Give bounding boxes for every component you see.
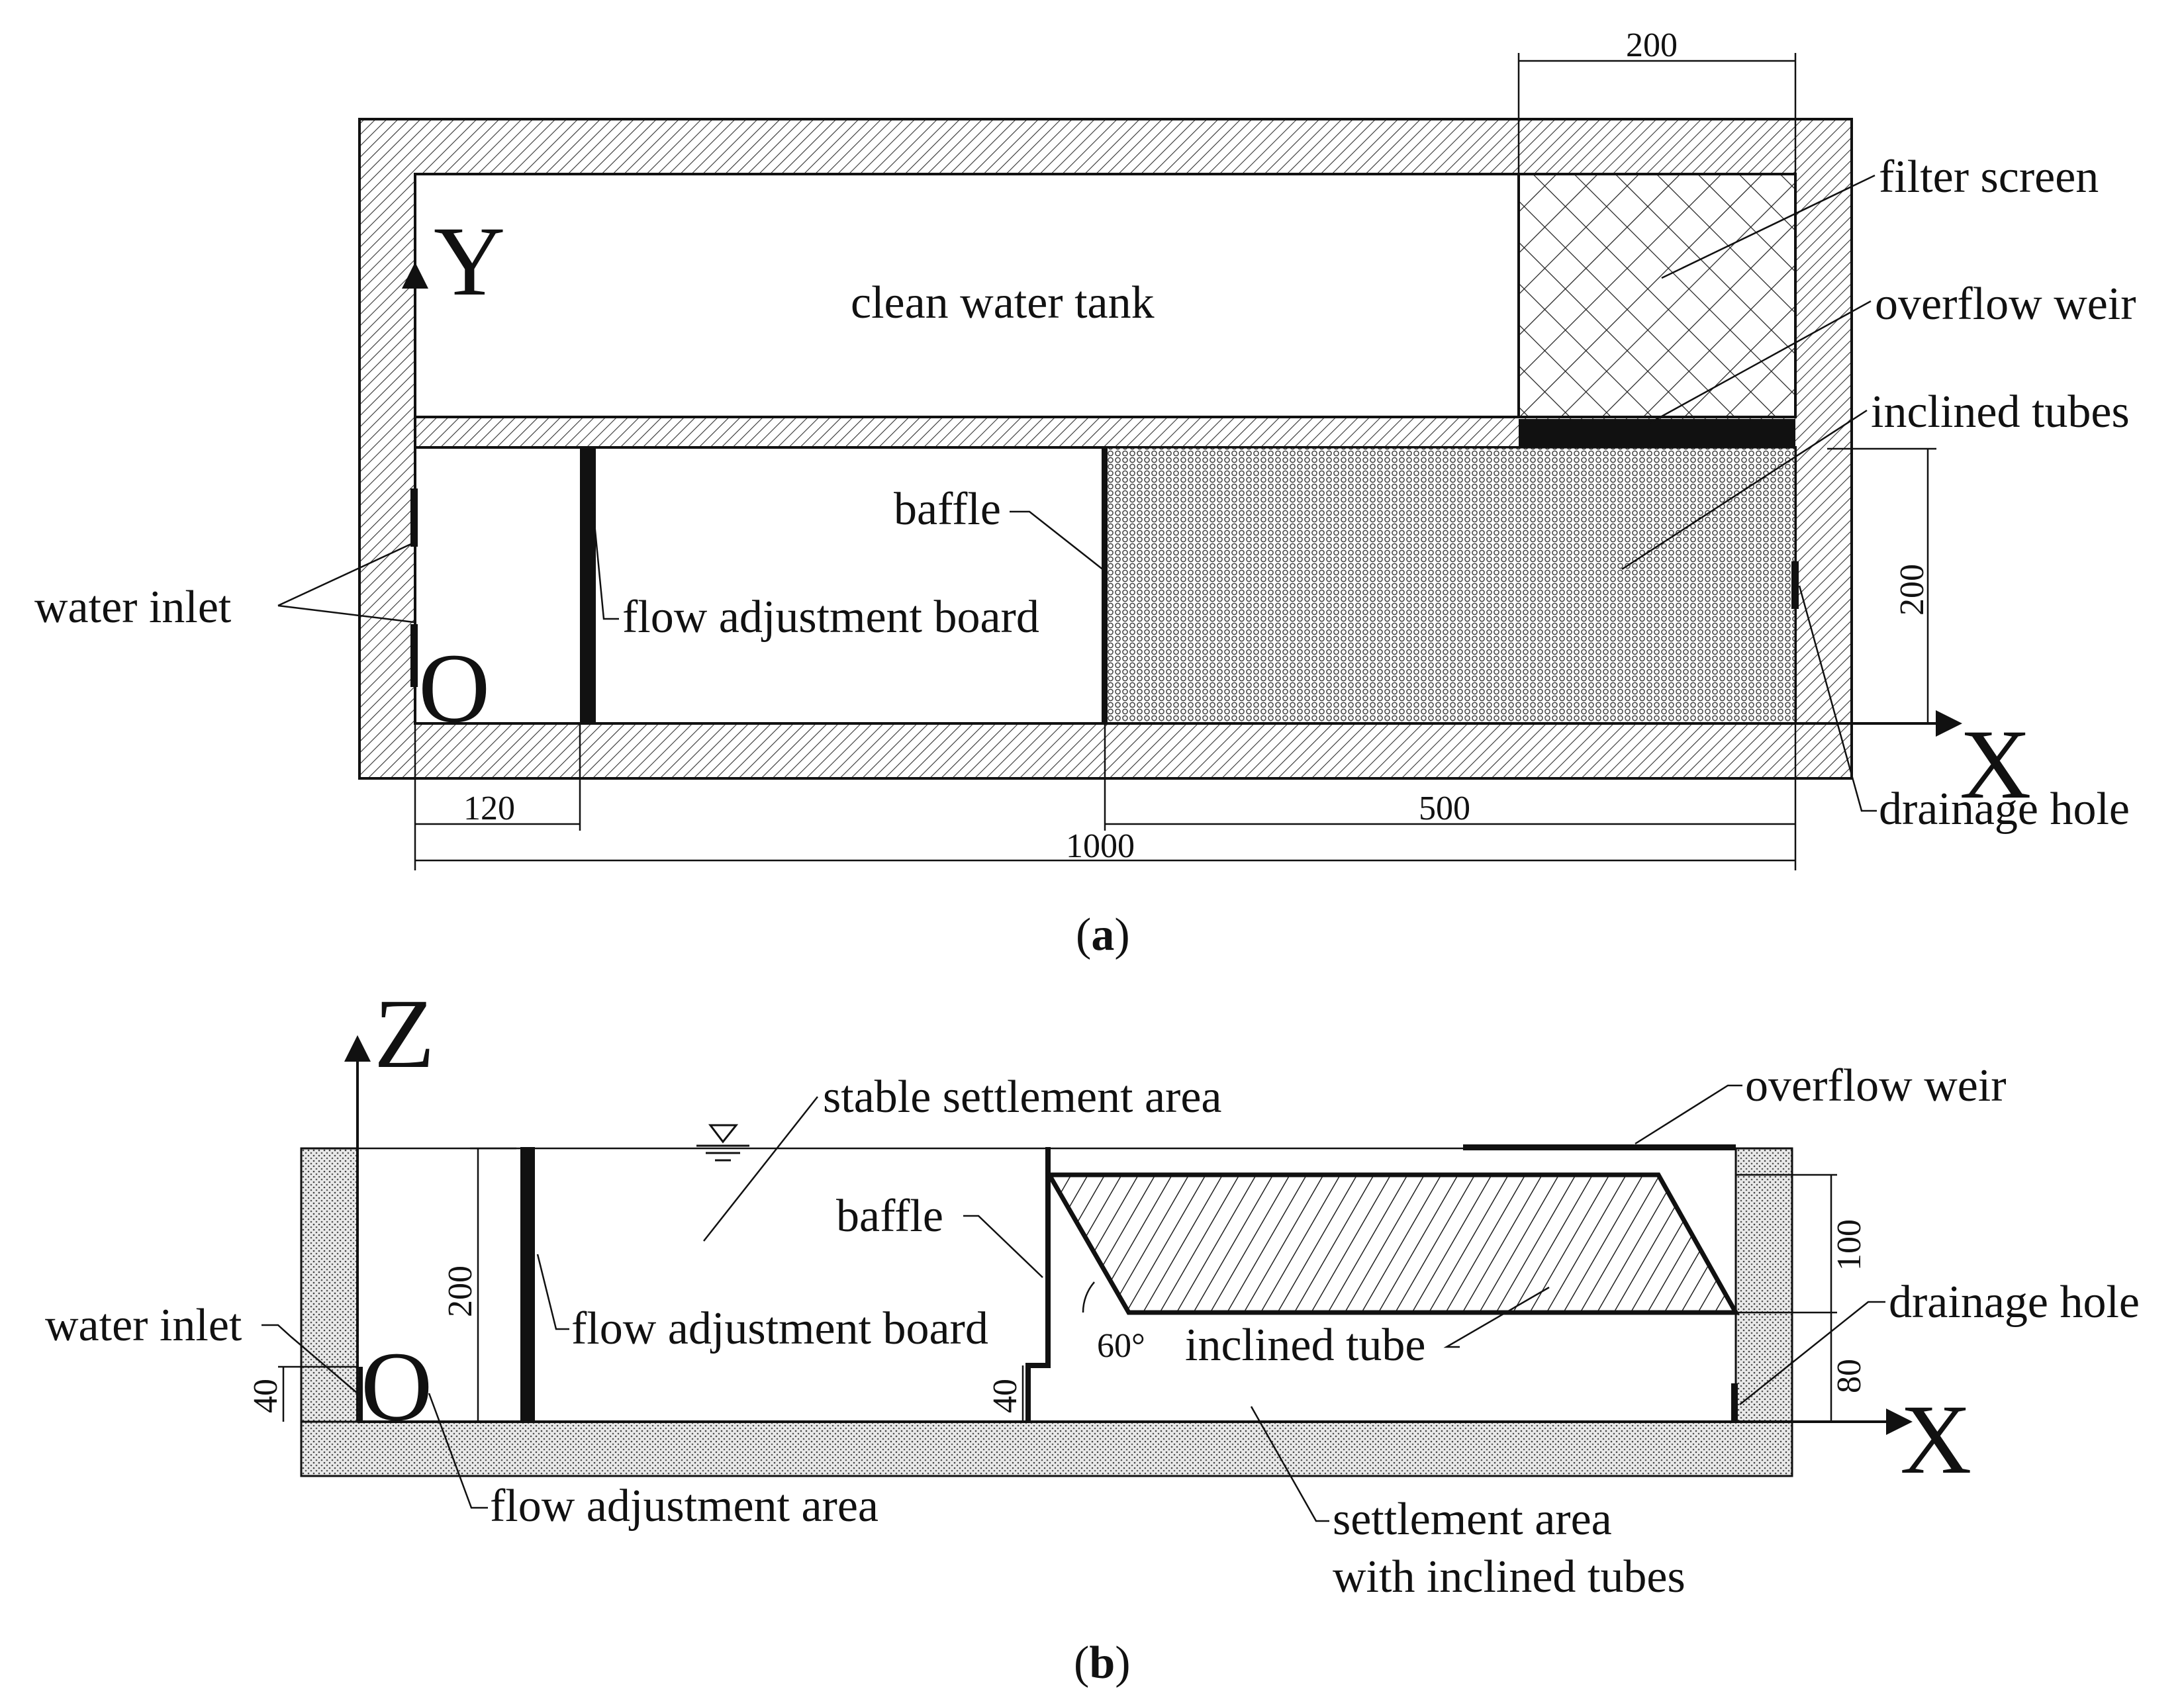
dimension-lines-b (278, 1147, 1837, 1422)
caption-a: (a) (1076, 909, 1130, 960)
overflow-weir-plan (1519, 419, 1795, 447)
label-clean-water-tank: clean water tank (851, 277, 1155, 328)
dimension-lines-a (414, 53, 1936, 870)
label-baffle-b: baffle (836, 1191, 943, 1242)
label-settlement-area-line2: with inclined tubes (1333, 1551, 1685, 1602)
axis-label-z: Z (374, 979, 435, 1089)
overflow-weir-section (1463, 1144, 1736, 1150)
origin-label-b: O (361, 1332, 432, 1442)
label-drainage-hole-b: drainage hole (1889, 1277, 2140, 1328)
drainage-hole-section (1731, 1383, 1738, 1422)
filter-screen (1517, 173, 1797, 418)
flow-adjustment-board-section (520, 1147, 535, 1422)
label-baffle: baffle (894, 484, 1001, 535)
dim-tank-height: 200 (1893, 564, 1931, 616)
dim-drain-height: 80 (1830, 1359, 1868, 1393)
dim-baffle-gap: 40 (986, 1379, 1024, 1413)
panel-a: Y X O clean water tank filter screen ove… (34, 26, 2136, 960)
leader-lines-b (261, 1084, 1885, 1522)
dim-filter-width: 200 (1626, 26, 1678, 64)
dim-water-depth: 200 (442, 1266, 479, 1317)
axis-label-x-b: X (1900, 1385, 1971, 1495)
dim-total-length: 1000 (1066, 827, 1135, 865)
water-inlet-section (356, 1367, 363, 1422)
label-flow-adjustment-area: flow adjustment area (490, 1481, 878, 1532)
label-overflow-weir-b: overflow weir (1745, 1060, 2007, 1111)
label-stable-settlement-area: stable settlement area (823, 1072, 1222, 1123)
label-filter-screen: filter screen (1879, 152, 2099, 203)
dim-tube-height: 100 (1830, 1219, 1868, 1271)
baffle-plan (1102, 447, 1108, 723)
origin-label: O (418, 633, 490, 743)
label-drainage-hole: drainage hole (1879, 784, 2130, 835)
dim-tube-length: 500 (1419, 790, 1470, 827)
label-inclined-tubes: inclined tubes (1871, 387, 2130, 438)
leader-lines-a (277, 174, 1877, 812)
label-water-inlet: water inlet (34, 582, 232, 633)
baffle-section (1025, 1147, 1051, 1422)
flow-adjustment-board-plan (580, 447, 596, 723)
label-flow-adjustment-board-b: flow adjustment board (571, 1303, 988, 1354)
label-water-inlet-b: water inlet (45, 1300, 242, 1351)
dim-inlet-offset: 120 (463, 790, 515, 827)
axis-label-y: Y (434, 207, 505, 316)
angle-arc (1082, 1281, 1095, 1313)
floor-section (300, 1420, 1793, 1477)
water-level-symbol (696, 1124, 749, 1162)
label-overflow-weir: overflow weir (1875, 279, 2136, 330)
caption-b: (b) (1074, 1638, 1131, 1688)
inclined-tube-module (1045, 1172, 1740, 1315)
label-flow-adjustment-board: flow adjustment board (622, 592, 1039, 643)
label-inclined-tube: inclined tube (1185, 1320, 1426, 1371)
label-angle: 60° (1097, 1327, 1145, 1365)
panel-b: Z X O stable settlement area overflow we… (45, 979, 2140, 1688)
dim-inlet-height: 40 (247, 1379, 285, 1413)
drainage-hole-plan (1791, 561, 1799, 609)
axis-label-x: X (1960, 710, 2031, 819)
label-settlement-area-line1: settlement area (1333, 1494, 1612, 1545)
inclined-tubes-plan (1104, 446, 1797, 725)
